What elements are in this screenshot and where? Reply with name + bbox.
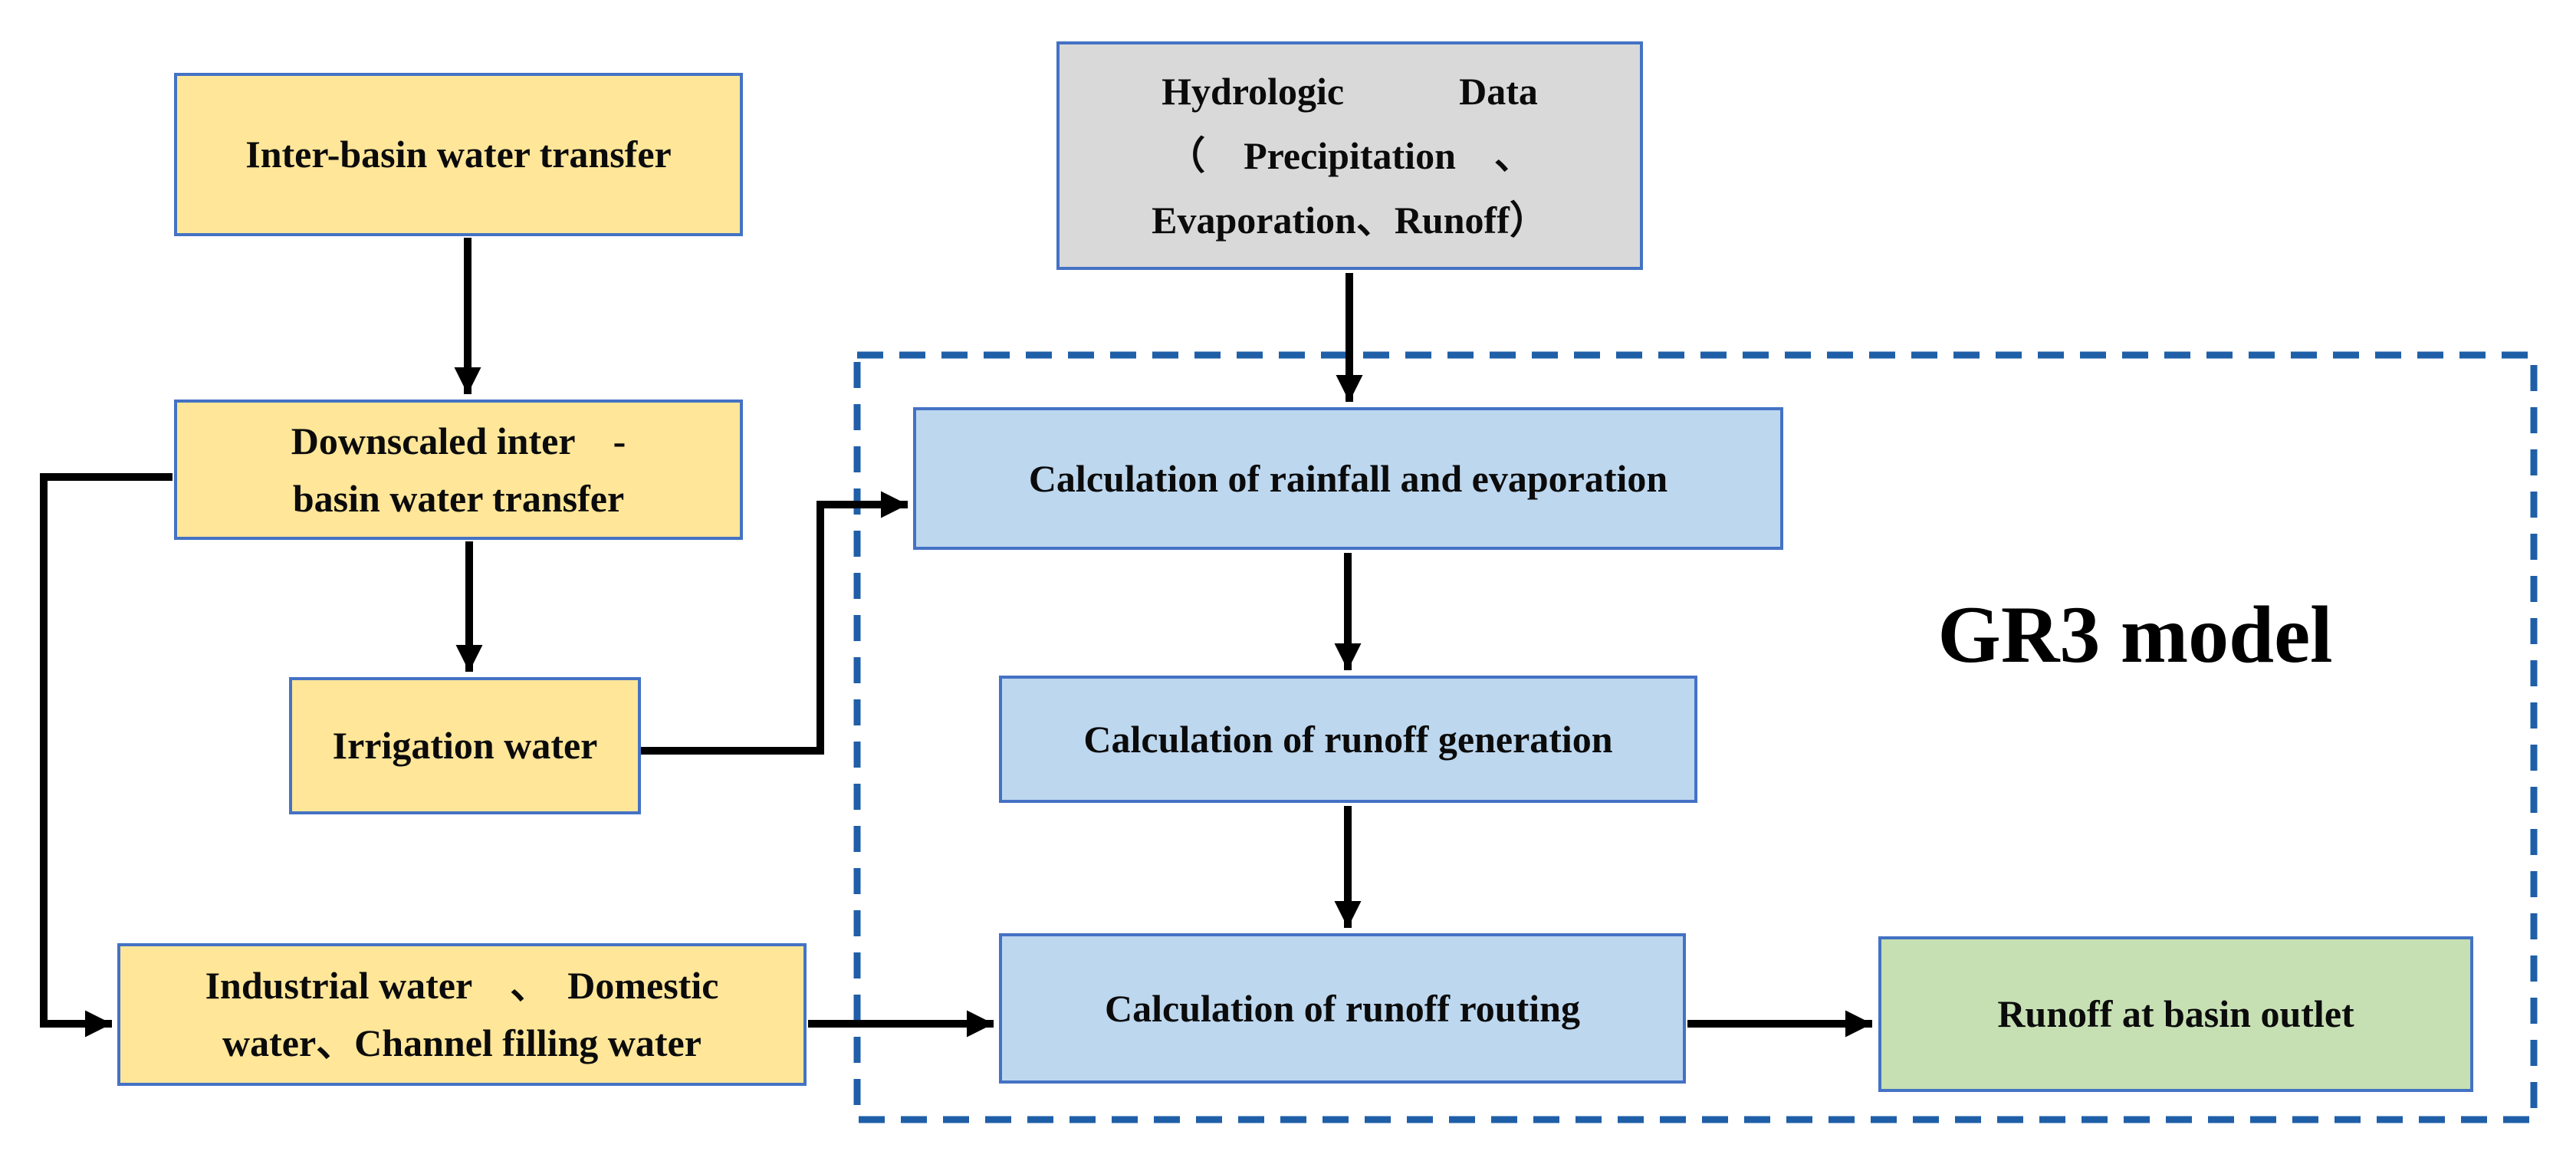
box-label: Calculation of runoff routing	[1105, 986, 1580, 1030]
connector-downscaled-to-industrial	[40, 473, 172, 1038]
box-downscaled-inter-basin-water-transfer: Downscaled inter - basin water transfer	[174, 400, 743, 540]
box-industrial-domestic-channel-water: Industrial water 、 Domestic water、Channe…	[117, 943, 807, 1086]
box-hydrologic-data: Hydrologic Data （ Precipitation 、 Evapor…	[1056, 41, 1643, 270]
box-label: Calculation of runoff generation	[1083, 717, 1613, 761]
box-label: Irrigation water	[332, 724, 598, 767]
connector-irrigation-to-calc-rainfall	[641, 491, 908, 755]
box-label: Calculation of rainfall and evaporation	[1028, 456, 1668, 500]
box-label: Hydrologic Data （ Precipitation 、 Evapor…	[1152, 70, 1548, 242]
box-calculation-rainfall-evaporation: Calculation of rainfall and evaporation	[913, 407, 1783, 550]
box-label: Downscaled inter - basin water transfer	[291, 419, 626, 520]
box-calculation-runoff-routing: Calculation of runoff routing	[999, 933, 1686, 1084]
box-inter-basin-water-transfer: Inter-basin water transfer	[174, 73, 743, 236]
box-label: Inter-basin water transfer	[245, 133, 672, 176]
box-runoff-at-basin-outlet: Runoff at basin outlet	[1878, 936, 2473, 1092]
box-calculation-runoff-generation: Calculation of runoff generation	[999, 676, 1697, 803]
box-irrigation-water: Irrigation water	[289, 677, 641, 814]
gr3-model-label: GR3 model	[1937, 590, 2333, 679]
box-label: Industrial water 、 Domestic water、Channe…	[205, 964, 719, 1064]
box-label: Runoff at basin outlet	[1997, 992, 2354, 1035]
